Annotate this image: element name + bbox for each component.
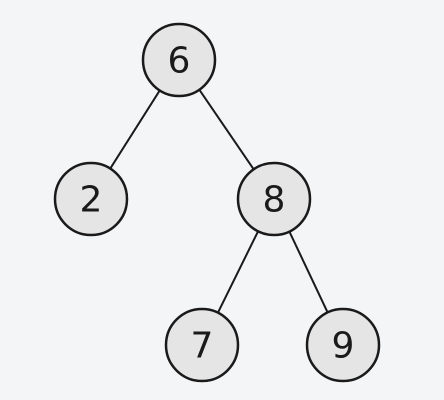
edge-8-9 [288, 231, 329, 313]
tree-node-9: 9 [305, 307, 381, 383]
node-circle [164, 307, 240, 383]
node-circle [141, 22, 217, 98]
edge-6-8 [198, 89, 255, 170]
edge-6-2 [109, 89, 161, 170]
tree-node-6: 6 [141, 22, 217, 98]
nodes-layer: 6 2 8 7 9 [53, 22, 381, 383]
node-circle [236, 161, 312, 237]
tree-node-7: 7 [164, 307, 240, 383]
tree-node-2: 2 [53, 161, 129, 237]
node-circle [53, 161, 129, 237]
node-label: 2 [80, 180, 103, 221]
tree-node-8: 8 [236, 161, 312, 237]
edges-layer [109, 89, 329, 314]
edge-8-7 [217, 230, 259, 314]
node-label: 6 [168, 41, 191, 82]
node-label: 8 [263, 180, 286, 221]
node-label: 7 [191, 326, 214, 367]
node-circle [305, 307, 381, 383]
node-label: 9 [332, 326, 355, 367]
